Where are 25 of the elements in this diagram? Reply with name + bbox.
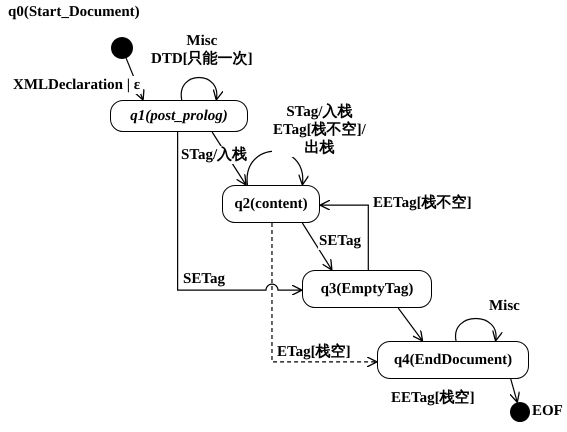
start-state-dot: [111, 37, 133, 59]
state-box: q2(content): [222, 185, 320, 223]
transition-arrow: [177, 132, 303, 296]
edge-label: STag/入栈 ETag[栈不空]/出栈: [272, 103, 367, 157]
transition-arrow: [302, 222, 333, 271]
self-loop-arrow: [180, 76, 223, 101]
transition-arrow: [398, 308, 424, 342]
state-label: EOF: [532, 403, 563, 420]
edge-label: EETag[栈不空]: [372, 194, 473, 212]
transition-arrow: [271, 223, 378, 368]
edge-label: STag/入栈: [180, 146, 248, 164]
transition-arrow: [509, 378, 520, 404]
edge-label: SETag: [182, 270, 226, 288]
edge-label: XMLDeclaration | ε: [12, 76, 142, 94]
edge-label: SETag: [318, 232, 362, 250]
edge-label: EETag[栈空]: [390, 389, 476, 407]
state-box: q4(EndDocument): [377, 341, 529, 379]
state-label: q0(Start_Document): [8, 4, 140, 22]
end-state-dot: [510, 402, 530, 422]
state-box: q1(post_prolog): [110, 100, 248, 132]
edge-label: ETag[栈空]: [276, 343, 352, 361]
transition-arrow: [319, 200, 369, 270]
state-box: q3(EmptyTag): [302, 270, 432, 308]
self-loop-arrow: [455, 318, 502, 342]
edge-label: Misc DTD[只能一次]: [150, 32, 254, 68]
